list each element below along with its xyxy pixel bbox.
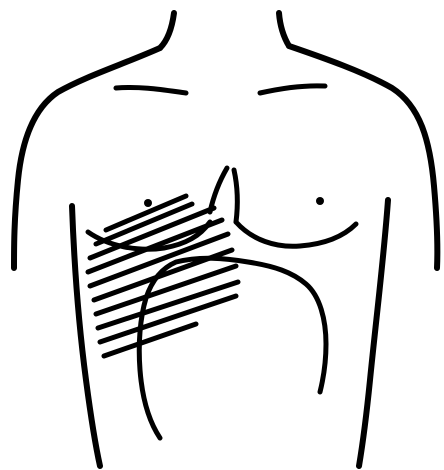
hatch-line [104,324,196,356]
right-clavicle-line [260,86,325,93]
neck-right-line [279,13,289,46]
left-clavicle-line [116,87,186,93]
left-breast-inner-line [210,168,227,212]
right-nipple-marker [316,197,324,205]
shaded-area-hatching [88,196,238,356]
neck-left-line [160,13,174,48]
right-breast-inner-line [234,170,237,222]
left-shoulder-arm-outline [14,48,160,268]
right-breast-contour [236,222,356,246]
right-shoulder-arm-outline [289,46,437,268]
right-torso-side-line [359,200,388,466]
left-nipple-marker [144,199,152,207]
